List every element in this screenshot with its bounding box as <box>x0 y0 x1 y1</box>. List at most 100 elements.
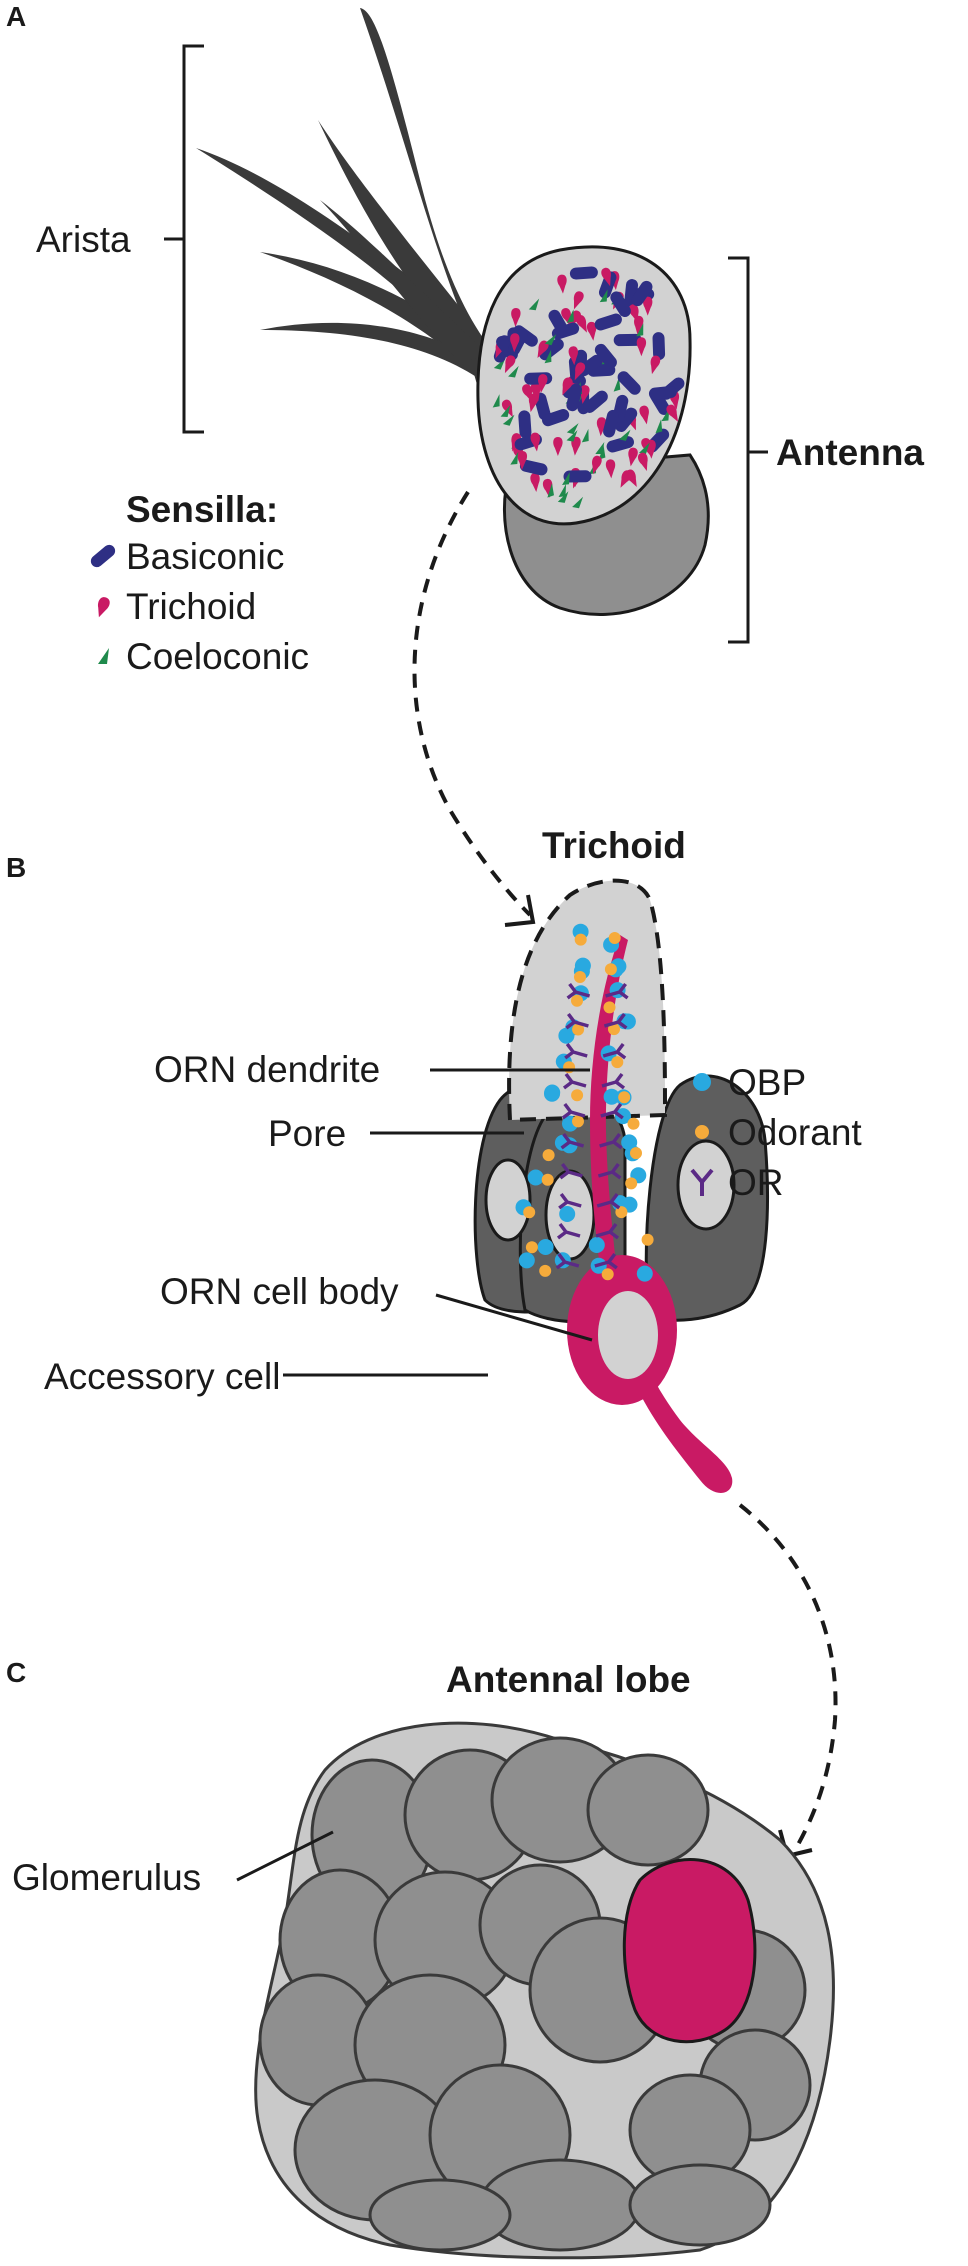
odorant-particle <box>625 1177 638 1190</box>
antenna-sensilla <box>492 266 685 509</box>
trichoid-sensillum <box>530 473 540 492</box>
coeloconic-sensillum <box>557 491 569 503</box>
or-receptor <box>564 1042 588 1060</box>
odorant-particle <box>641 1233 654 1246</box>
or-receptor <box>555 1252 580 1270</box>
coeloconic-sensillum <box>619 429 631 441</box>
trichoid-sensillum <box>605 459 616 479</box>
glomerulus-callout-line <box>236 1830 334 1882</box>
basiconic-sensillum <box>594 343 617 369</box>
trichoid-sensillum <box>530 432 540 452</box>
obp-particle <box>527 1169 544 1186</box>
coeloconic-sensillum <box>566 430 578 442</box>
trichoid-sensillum <box>557 274 567 294</box>
basiconic-sensillum <box>606 436 634 453</box>
label-orn-dendrite: ORN dendrite <box>154 1049 380 1090</box>
basiconic-sensillum <box>566 383 582 412</box>
odorant-particle <box>627 1117 640 1130</box>
legend-obp: OBP <box>728 1062 806 1103</box>
basiconic-sensillum <box>598 271 617 299</box>
basiconic-sensillum <box>615 407 638 433</box>
or-receptor <box>596 1192 621 1210</box>
arista-bracket <box>164 44 204 434</box>
obp-particle <box>544 1084 561 1101</box>
basiconic-sensillum <box>617 371 641 395</box>
odorant-particle <box>608 1023 620 1036</box>
coeloconic-sensillum <box>547 483 554 498</box>
obp-particle <box>588 1237 605 1253</box>
or-receptor <box>600 1102 624 1120</box>
legend-item-trichoid: Trichoid <box>126 586 256 627</box>
odorant-particle <box>574 933 587 946</box>
legend-item-coeloconic: Coeloconic <box>126 636 309 677</box>
trichoid-sensillum <box>596 417 607 437</box>
basiconic-sensillum <box>563 470 592 483</box>
trichoid-sensillum <box>636 337 647 357</box>
coeloconic-sensillum <box>510 451 519 465</box>
odorant-particle <box>542 1149 555 1162</box>
coeloconic-sensillum <box>639 442 650 454</box>
trichoid-sensillum <box>517 451 528 470</box>
arrow-axon-to-lobe <box>738 1503 838 1859</box>
obp-particle <box>537 1239 554 1255</box>
coeloconic-sensillum <box>655 419 663 434</box>
trichoid-sensillum <box>510 333 520 353</box>
coeloconic-sensillum <box>613 377 621 392</box>
odorant-particle <box>574 971 586 983</box>
label-orn-cell-body: ORN cell body <box>160 1271 399 1312</box>
basiconic-sensillum <box>603 409 619 438</box>
panel-label-b: B <box>6 852 26 883</box>
coeloconic-sensillum <box>500 405 511 417</box>
coeloconic-sensillum <box>581 428 589 443</box>
obp-particle <box>603 1088 620 1105</box>
basiconic-sensillum <box>652 332 666 361</box>
trichoid-sensillum <box>666 404 679 422</box>
odorant-particle <box>523 1206 536 1219</box>
basiconic-sensillum <box>539 338 564 361</box>
odorant-particle <box>603 1001 616 1014</box>
capsule-icon <box>90 544 116 568</box>
obp-dot-icon <box>693 1073 711 1091</box>
triangle-icon <box>98 648 109 664</box>
basiconic-sensillum <box>610 291 631 317</box>
trichoid-sensillum <box>528 393 539 413</box>
trichoid-sensillum <box>580 385 590 404</box>
trichoid-sensillum <box>650 355 661 375</box>
odorant-particle <box>571 1089 584 1102</box>
panel-label-a: A <box>6 1 26 32</box>
callout-lines-b <box>283 1068 593 1377</box>
or-receptor <box>560 1132 585 1150</box>
trichoid-sensillum <box>620 470 632 488</box>
trichoid-sensillum <box>576 315 587 333</box>
trichoid-sensillum <box>643 296 653 316</box>
or-receptor <box>602 1042 627 1060</box>
coeloconic-sensillum <box>508 365 519 378</box>
odorant-particle <box>571 994 583 1007</box>
trichoid-sensillum <box>553 437 563 456</box>
odorant-particle <box>572 1115 584 1128</box>
trichoid-sensillum <box>511 308 521 327</box>
trichoid-sensillum <box>628 447 638 467</box>
label-accessory-cell: Accessory cell <box>44 1356 280 1397</box>
odorant-particle <box>572 1023 585 1036</box>
basiconic-sensillum <box>648 385 677 400</box>
odorant-particle <box>541 1173 554 1186</box>
basiconic-sensillum <box>569 266 598 280</box>
target-glomerulus <box>622 1858 757 2044</box>
coeloconic-sensillum <box>566 309 574 323</box>
coeloconic-sensillum <box>544 349 552 364</box>
label-pore: Pore <box>268 1113 346 1154</box>
basiconic-sensillum <box>594 313 622 331</box>
trichoid-lumen-contents <box>515 923 654 1282</box>
or-receptor <box>561 1102 586 1120</box>
or-receptor <box>601 1072 626 1090</box>
coeloconic-sensillum <box>528 298 540 311</box>
coeloconic-sensillum <box>599 289 608 303</box>
or-receptor <box>556 1222 581 1240</box>
panel-label-c: C <box>6 1657 26 1688</box>
or-receptor <box>565 1012 589 1030</box>
legend-or: OR <box>728 1162 784 1203</box>
obp-particle <box>574 957 591 974</box>
trichoid-sensillum <box>587 321 597 341</box>
